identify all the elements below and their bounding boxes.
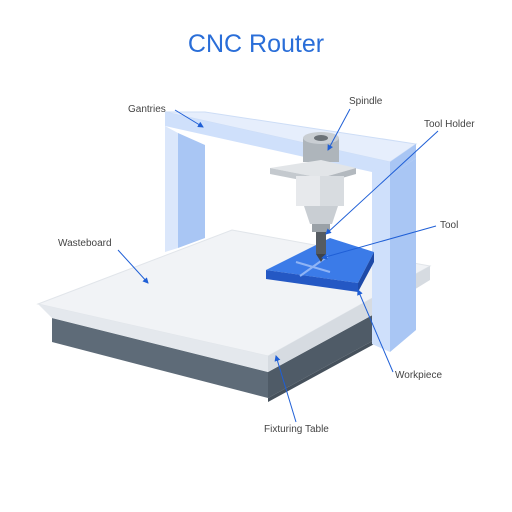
gantry-front-column [372,158,416,352]
label-spindle: Spindle [349,96,383,107]
label-gantries: Gantries [128,104,166,115]
leader-tool-holder [325,130,439,235]
leader-tool [321,225,437,260]
leader-spindle [327,108,351,151]
leader-gantries [174,109,204,128]
leader-wasteboard [117,249,149,284]
label-fixturing-table: Fixturing Table [264,424,329,435]
leader-fixturing-table [274,355,297,423]
workpiece [266,238,374,292]
fixturing-table [52,312,378,402]
spindle-assembly [270,132,356,262]
label-wasteboard: Wasteboard [58,238,112,249]
label-tool-holder: Tool Holder [424,119,475,130]
label-workpiece: Workpiece [395,370,442,381]
gantry-back-column [165,126,205,252]
leader-workpiece [357,289,394,373]
leader-lines [117,108,439,423]
label-tool: Tool [440,220,458,231]
diagram-title: CNC Router [188,30,324,58]
